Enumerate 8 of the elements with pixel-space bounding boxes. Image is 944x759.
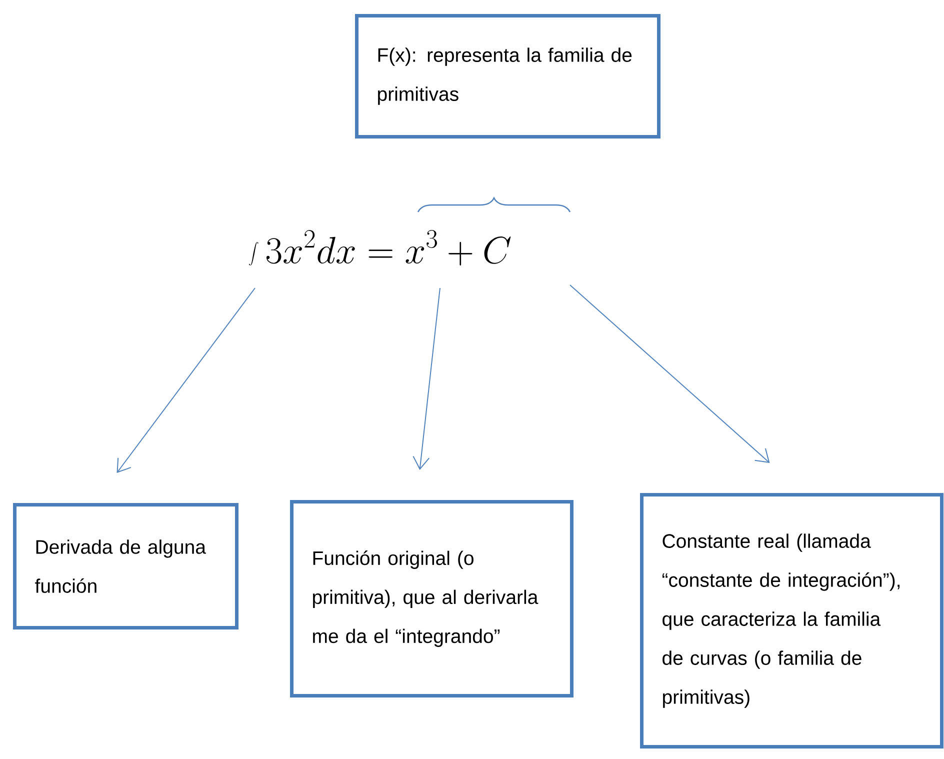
arrow <box>570 284 770 463</box>
text-box: Derivada de alguna función <box>13 503 238 630</box>
text-box: Función original (o primitiva), que al derivarla me da el “integrando” <box>290 500 574 698</box>
formula: $\int 3x^{2}dx = x^{3} + C$ <box>248 230 511 266</box>
arrow <box>116 288 256 473</box>
arrow <box>412 288 440 470</box>
text-box: F(x): representa la familia de primitivas <box>355 14 660 138</box>
text-box: Constante real (llamada “constante de integración”), que caracteriza la familia de curvas (o familia de primitivas) <box>640 493 944 748</box>
